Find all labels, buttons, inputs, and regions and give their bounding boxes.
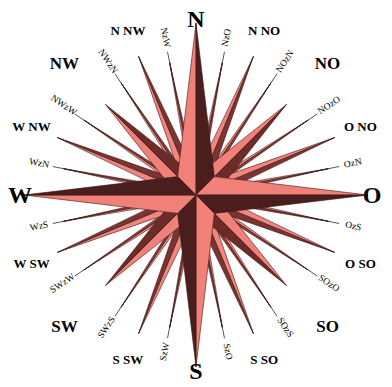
quarter-wind-label: SzW xyxy=(158,342,171,362)
quarter-wind-label: WzN xyxy=(28,157,50,170)
half-wind-label: O SO xyxy=(345,257,376,270)
cardinal-label: W xyxy=(8,183,32,207)
quarter-wind-label: SzO xyxy=(221,343,234,361)
rose-point-dark xyxy=(24,177,196,195)
quarter-wind-label: NOzN xyxy=(274,49,296,75)
intercardinal-label: NW xyxy=(50,55,79,72)
quarter-wind-label: NzW xyxy=(158,27,171,49)
rose-point-dark xyxy=(196,195,368,213)
quarter-wind-label: SWzW xyxy=(49,272,77,295)
rose-point-light xyxy=(178,23,196,195)
quarter-wind-label: OzS xyxy=(344,220,362,233)
quarter-wind-label: SOzO xyxy=(317,273,342,294)
half-wind-label: S SW xyxy=(113,353,144,366)
half-wind-label: O NO xyxy=(344,120,377,133)
cardinal-label: S xyxy=(189,359,202,383)
rose-point-dark xyxy=(178,195,196,367)
quarter-wind-label: WzS xyxy=(29,220,49,233)
half-wind-label: N NW xyxy=(110,24,145,37)
quarter-wind-label: SOzS xyxy=(275,316,295,339)
rose-point-light xyxy=(24,195,196,213)
rose-point-dark xyxy=(196,23,214,195)
rose-point-light xyxy=(196,195,214,367)
half-wind-label: W SW xyxy=(13,257,49,270)
quarter-wind-label: NWzW xyxy=(48,94,77,118)
intercardinal-label: SO xyxy=(316,318,339,335)
quarter-wind-label: NOzO xyxy=(316,95,342,117)
cardinal-label: N xyxy=(187,7,204,31)
intercardinal-label: SW xyxy=(51,318,77,335)
quarter-wind-label: NzO xyxy=(221,28,234,47)
rose-points xyxy=(24,23,368,367)
quarter-wind-label: OzN xyxy=(343,157,362,170)
half-wind-label: S SO xyxy=(250,353,278,366)
quarter-wind-label: NWzN xyxy=(96,48,119,76)
cardinal-label: O xyxy=(363,183,382,207)
half-wind-label: W NW xyxy=(12,120,50,133)
intercardinal-label: NO xyxy=(315,55,341,72)
half-wind-label: N NO xyxy=(248,24,280,37)
quarter-wind-label: SWzS xyxy=(97,316,118,341)
rose-point-light xyxy=(196,177,368,195)
